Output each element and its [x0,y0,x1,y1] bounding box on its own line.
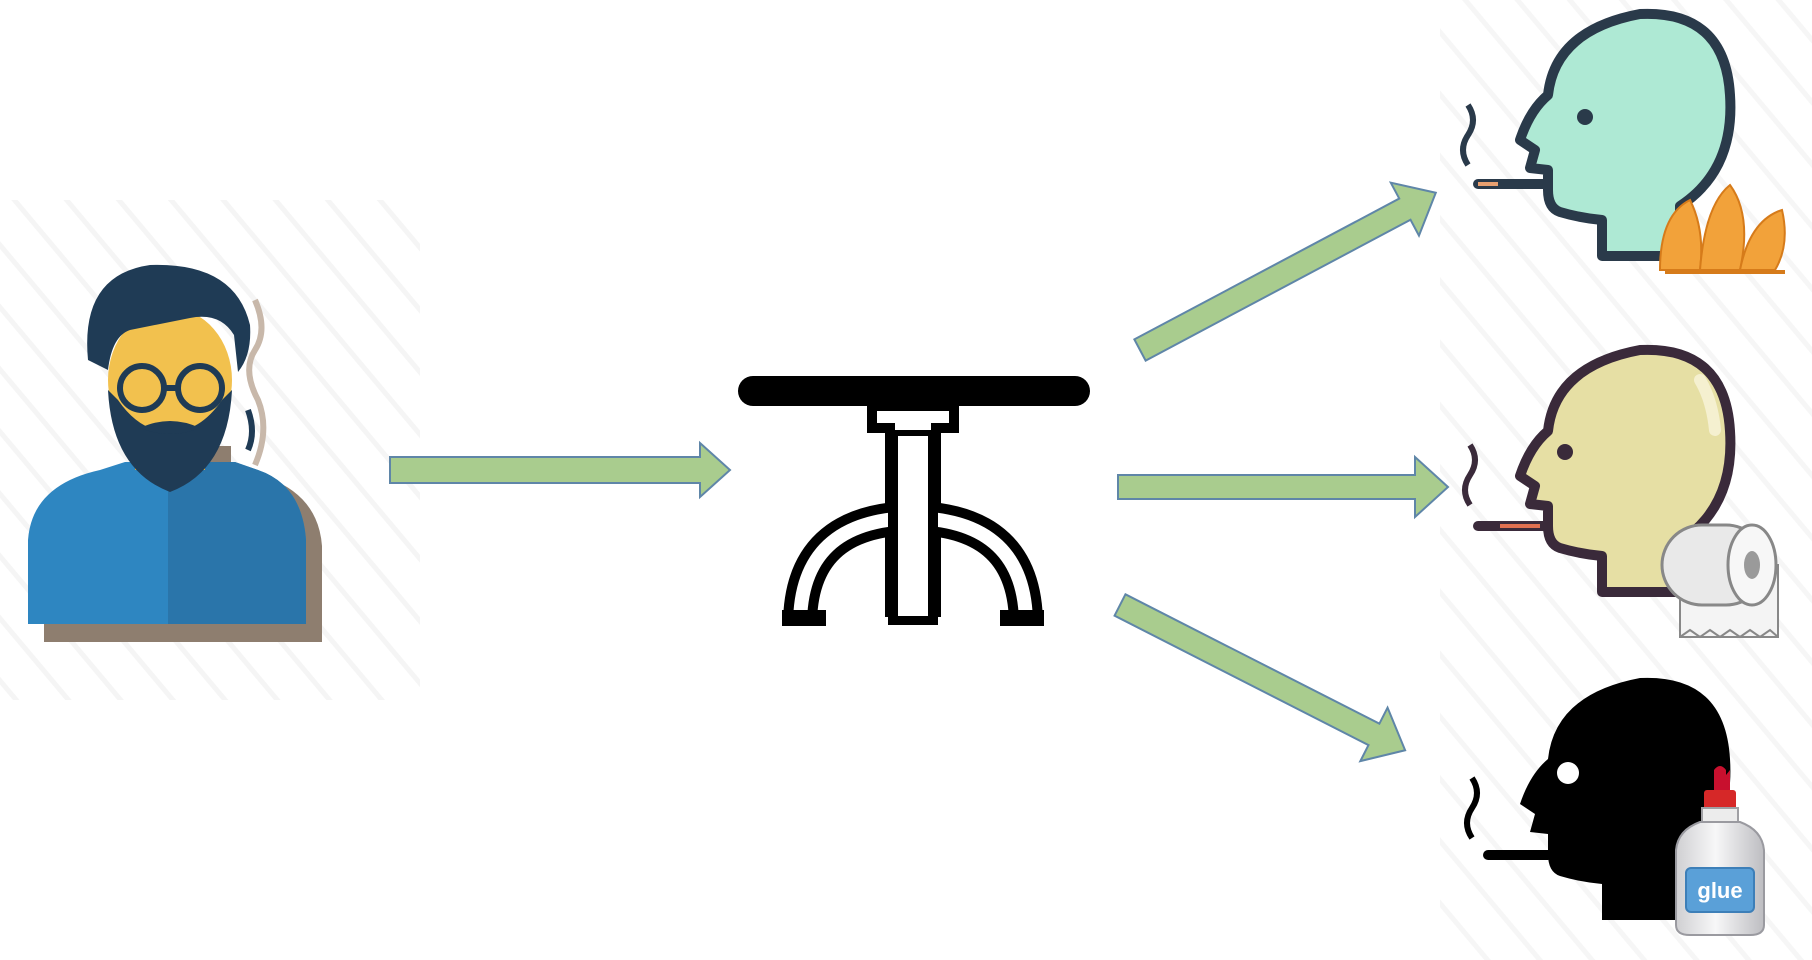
arrow-icon [389,440,732,500]
arrow-icon [1117,454,1450,520]
stool-icon [738,376,1090,626]
smoker-head-icon [1460,8,1736,261]
bearded-man-icon [28,264,322,642]
arrow-icon [1133,181,1438,362]
glue-bottle-label: glue [1697,878,1742,903]
tobacco-leaf-icon [1658,183,1786,274]
glue-bottle-icon: glue [1675,766,1765,936]
arrow-icon [1113,592,1407,763]
toilet-paper-icon [1660,523,1779,639]
